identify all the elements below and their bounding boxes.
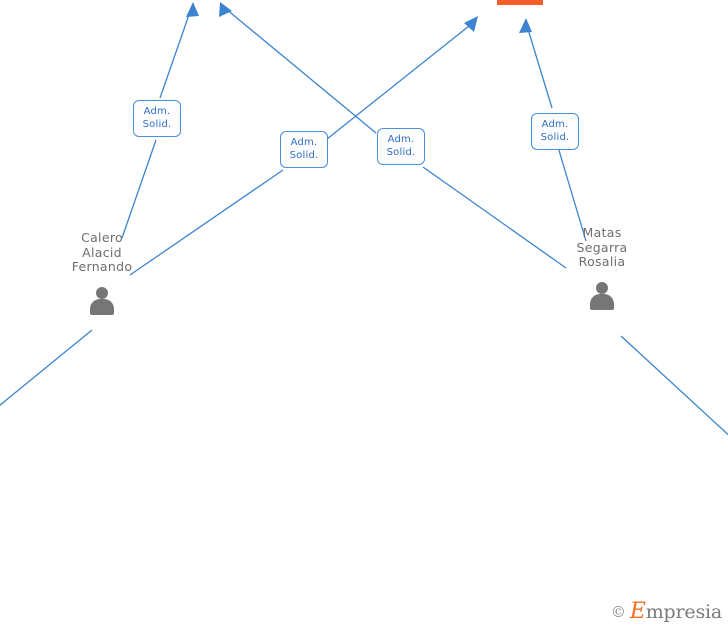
arrowhead-top-left — [186, 2, 199, 17]
edge-person-right-to-company — [557, 146, 587, 242]
edge-person-right-to-top-far-left — [422, 166, 567, 269]
person-right-name: Matas Segarra Rosalia — [576, 225, 628, 269]
relation-label-3-line1: Adm. — [387, 134, 415, 145]
edge-person-left-to-top-left-upper — [159, 8, 192, 99]
person-node-left[interactable]: Calero Alacid Fernando — [32, 230, 172, 315]
relation-label-3[interactable]: Adm. Solid. — [377, 128, 425, 165]
brand-initial: E — [629, 599, 646, 624]
relation-label-1-line1: Adm. — [143, 106, 171, 117]
person-icon-head — [96, 286, 108, 299]
edge-person-right-to-bottom-right — [620, 335, 728, 436]
relation-label-2-line2: Solid. — [289, 149, 319, 161]
relation-label-3-line2: Solid. — [386, 146, 416, 158]
company-base — [497, 0, 543, 5]
relation-label-4-line2: Solid. — [540, 131, 570, 143]
edge-person-left-to-top-right-upper — [326, 21, 475, 140]
person-icon — [87, 286, 117, 315]
person-icon-body — [590, 293, 614, 310]
person-icon-head — [596, 281, 608, 294]
relation-label-4[interactable]: Adm. Solid. — [531, 113, 579, 150]
company-building-icon[interactable] — [497, 0, 543, 6]
relation-label-2[interactable]: Adm. Solid. — [280, 131, 328, 168]
edge-person-right-to-top-far-left-upper — [225, 8, 377, 134]
brand-name: Empresia — [630, 599, 722, 624]
person-icon — [587, 281, 617, 310]
edge-person-right-to-company-upper — [526, 25, 553, 109]
edge-person-left-to-bottom-left — [0, 329, 93, 406]
arrowhead-top-right — [464, 16, 478, 32]
copyright-symbol: © — [610, 602, 626, 621]
relation-label-4-line1: Adm. — [541, 119, 569, 130]
relation-label-2-line1: Adm. — [290, 137, 318, 148]
arrowhead-top-far-left — [219, 2, 232, 17]
watermark: © Empresia — [611, 599, 722, 624]
arrowhead-company — [519, 18, 532, 33]
edge-person-left-to-top-right — [129, 169, 284, 276]
relation-label-1[interactable]: Adm. Solid. — [133, 100, 181, 137]
person-node-right[interactable]: Matas Segarra Rosalia — [532, 225, 672, 310]
edge-person-left-to-top-left — [121, 139, 157, 239]
relation-label-1-line2: Solid. — [142, 118, 172, 130]
brand-rest: mpresia — [645, 601, 722, 623]
person-left-name: Calero Alacid Fernando — [71, 230, 133, 274]
person-icon-body — [90, 298, 114, 315]
